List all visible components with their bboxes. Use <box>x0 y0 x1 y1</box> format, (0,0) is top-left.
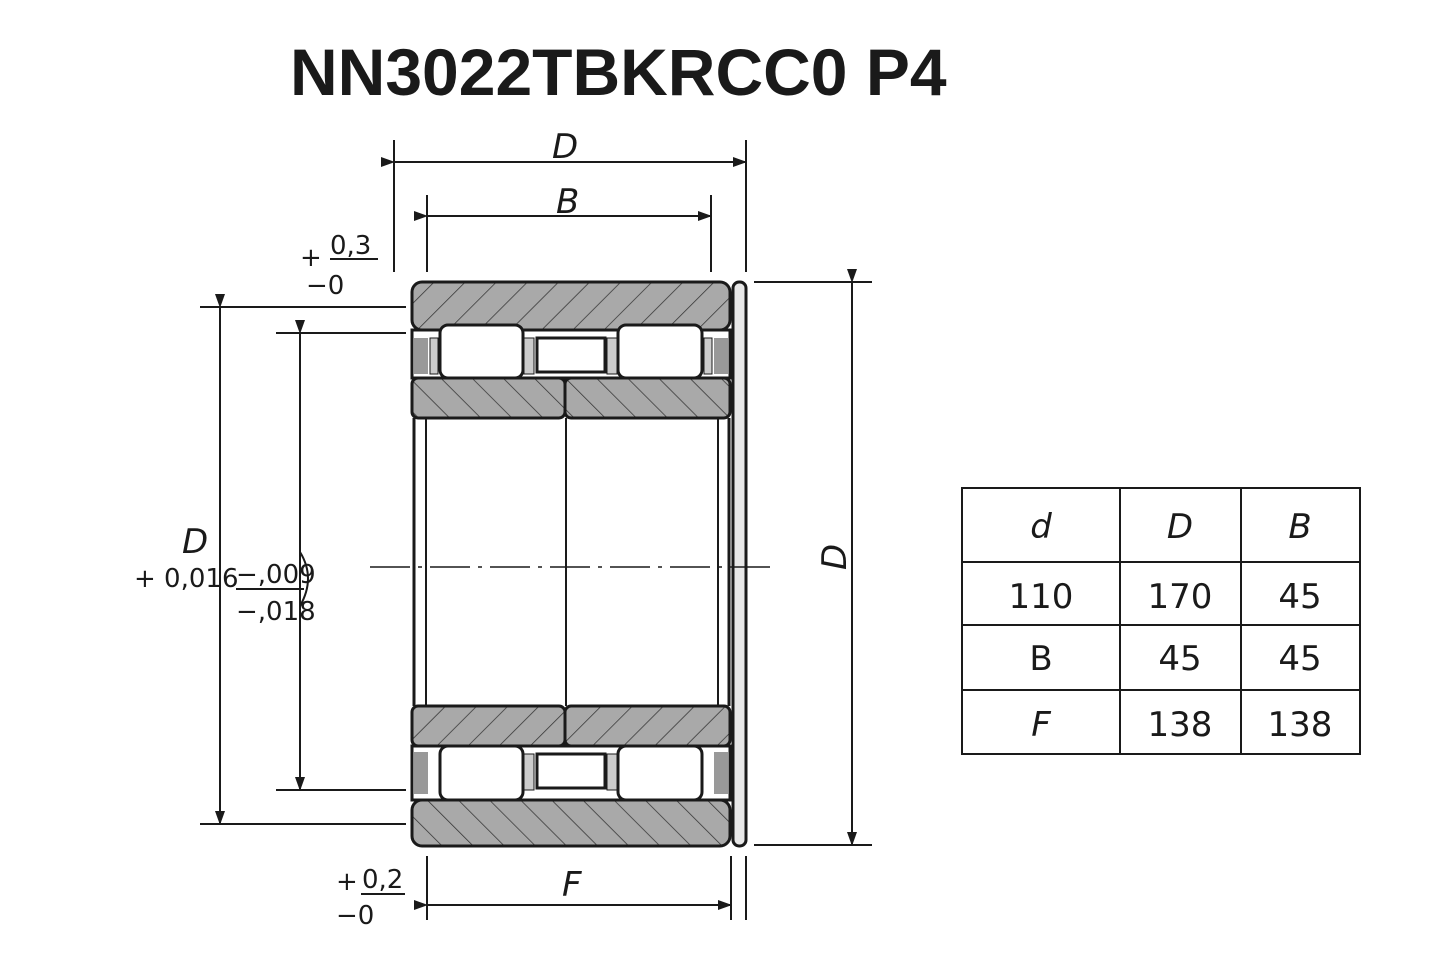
inner-ring-left <box>410 376 567 420</box>
dimension-lines <box>200 140 872 920</box>
table-cell: 138 <box>1148 705 1213 745</box>
roller <box>438 323 525 380</box>
side-ring <box>731 280 748 848</box>
tol-bottom-lower: −0 <box>336 901 374 931</box>
table-cell: B <box>1029 639 1052 679</box>
tol-bottom-upper: 0,2 <box>362 865 403 895</box>
table-cell: 138 <box>1268 705 1333 745</box>
roller <box>616 323 704 380</box>
table-cell: 45 <box>1278 577 1321 617</box>
tol-bottom-plus: + <box>336 867 358 897</box>
table-header: d <box>1030 507 1052 547</box>
dim-label-D-left: D <box>182 522 208 562</box>
part-number-title: NN3022TBKRCC0 P4 <box>290 35 947 109</box>
dimensions-table: d D B 110 170 45 B 45 45 F 138 138 <box>961 487 1361 755</box>
upper-section <box>410 280 732 420</box>
tol-top-lower: −0 <box>306 271 344 301</box>
table-cell: 45 <box>1278 639 1321 679</box>
dim-label-D-right: D <box>815 544 855 570</box>
table-cell: 170 <box>1148 577 1213 617</box>
tol-bore-lower: −,018 <box>236 597 316 627</box>
lower-section <box>410 704 732 848</box>
dim-label-D-top: D <box>552 127 578 167</box>
table-cell: 45 <box>1158 639 1201 679</box>
tol-top-plus: + <box>300 243 322 273</box>
table-header: B <box>1288 507 1311 547</box>
dim-label-F: F <box>562 865 582 905</box>
inner-ring-right <box>563 376 732 420</box>
table-cell: 110 <box>1009 577 1074 617</box>
table-header: D <box>1167 507 1193 547</box>
tol-bore-upper: −,009 <box>236 560 316 590</box>
spacer <box>535 336 607 374</box>
dim-label-B: B <box>556 182 579 222</box>
table-cell: F <box>1031 705 1051 745</box>
outer-ring-top <box>410 280 732 332</box>
tol-top-upper: 0,3 <box>330 231 371 261</box>
tol-left-D: + 0,016 <box>134 564 238 594</box>
